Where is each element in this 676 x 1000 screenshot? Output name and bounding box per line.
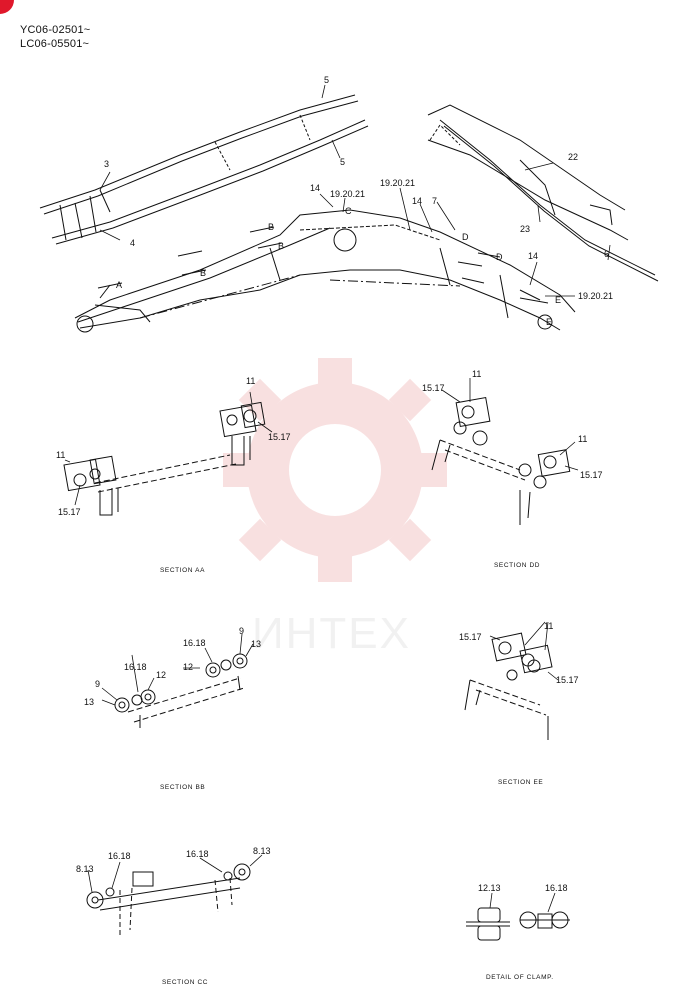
section-marker-b-3: B [200,268,206,278]
section-aa-labels: 11 15.17 11 15.17 SECTION AA [56,376,291,574]
section-marker-d-2: D [496,252,503,262]
section-marker-c: C [345,206,352,216]
section-marker-d-1: D [462,232,469,242]
callout-6: 6 [604,249,609,259]
callout-7: 7 [432,196,437,206]
section-cc-caption: SECTION CC [162,979,208,986]
section-bb-drawing [101,633,254,728]
cc-callout-16-18-right: 16.18 [186,849,209,859]
bb-callout-16-18-right: 16.18 [183,638,206,648]
dd-callout-11-top: 11 [472,369,481,379]
section-dd-drawing [431,378,579,525]
serial-range-2: LC06-05501~ [20,38,90,50]
watermark-text: ИНТЕХ [252,609,411,658]
callout-5-top: 5 [324,75,329,85]
callout-14-c: 14 [528,251,538,261]
boom-callouts: 5 5 3 4 22 23 6 14 19.20.21 C 19.20.21 1… [104,75,613,327]
section-ee-labels: 15.17 11 15.17 SECTION EE [459,621,579,786]
callout-19-20-21-c: 19.20.21 [578,291,613,301]
callout-22: 22 [568,152,578,162]
section-cc-drawing [86,854,263,935]
section-marker-e-2: E [546,317,552,327]
section-marker-e-1: E [555,295,561,305]
section-ee-drawing [464,621,559,740]
detail-clamp-caption: DETAIL OF CLAMP. [486,974,554,981]
callout-19-20-21-b: 19.20.21 [380,178,415,188]
callout-14-a: 14 [310,183,320,193]
bb-callout-13-left: 13 [84,697,94,707]
dd-callout-15-17-top: 15.17 [422,383,445,393]
section-aa-caption: SECTION AA [160,567,205,574]
section-bb-labels: 16.18 9 13 12 16.18 12 9 13 SECTION BB [84,626,261,791]
watermark: ИНТЕХ [223,358,447,658]
detail-clamp-labels: 12.13 16.18 DETAIL OF CLAMP. [478,883,568,981]
section-marker-b-2: B [278,241,284,251]
callout-23: 23 [520,224,530,234]
section-marker-a: A [116,280,122,290]
bb-callout-16-18-left: 16.18 [124,662,147,672]
detail-clamp-drawing [466,892,570,941]
section-cc-labels: 8.13 16.18 16.18 8.13 SECTION CC [76,846,271,986]
upper-right-arm-assembly [427,104,659,282]
main-boom-assembly [74,209,576,333]
clamp-callout-16-18: 16.18 [545,883,568,893]
bb-callout-13-right: 13 [251,639,261,649]
serial-range-1: YC06-02501~ [20,24,91,36]
bb-callout-12-right: 12 [183,662,193,672]
watermark-gear-hole [289,424,381,516]
ee-callout-15-17-left: 15.17 [459,632,482,642]
bb-callout-9-left: 9 [95,679,100,689]
callout-19-20-21-a: 19.20.21 [330,189,365,199]
section-dd-caption: SECTION DD [494,562,540,569]
section-aa-drawing [63,391,273,516]
section-dd-labels: 11 15.17 11 15.17 SECTION DD [422,369,603,569]
callout-3: 3 [104,159,109,169]
section-marker-b-1: B [268,222,274,232]
clamp-callout-12-13: 12.13 [478,883,501,893]
cc-callout-8-13-right: 8.13 [253,846,271,856]
cc-callout-16-18-left: 16.18 [108,851,131,861]
aa-callout-15-17-right: 15.17 [268,432,291,442]
aa-callout-15-17-left: 15.17 [58,507,81,517]
ee-callout-11: 11 [544,621,553,631]
aa-callout-11-right: 11 [246,376,255,386]
dd-callout-15-17-right: 15.17 [580,470,603,480]
boom-leader-lines [99,84,611,297]
bb-callout-12-left: 12 [156,670,166,680]
upper-arm-assembly [39,94,369,245]
bb-callout-9-right: 9 [239,626,244,636]
section-ee-caption: SECTION EE [498,779,543,786]
callout-4: 4 [130,238,135,248]
section-bb-caption: SECTION BB [160,784,205,791]
callout-5-lower: 5 [340,157,345,167]
callout-14-b: 14 [412,196,422,206]
ee-callout-15-17-right: 15.17 [556,675,579,685]
aa-callout-11-left: 11 [56,450,65,460]
cc-callout-8-13-left: 8.13 [76,864,94,874]
dd-callout-11-right: 11 [578,434,587,444]
